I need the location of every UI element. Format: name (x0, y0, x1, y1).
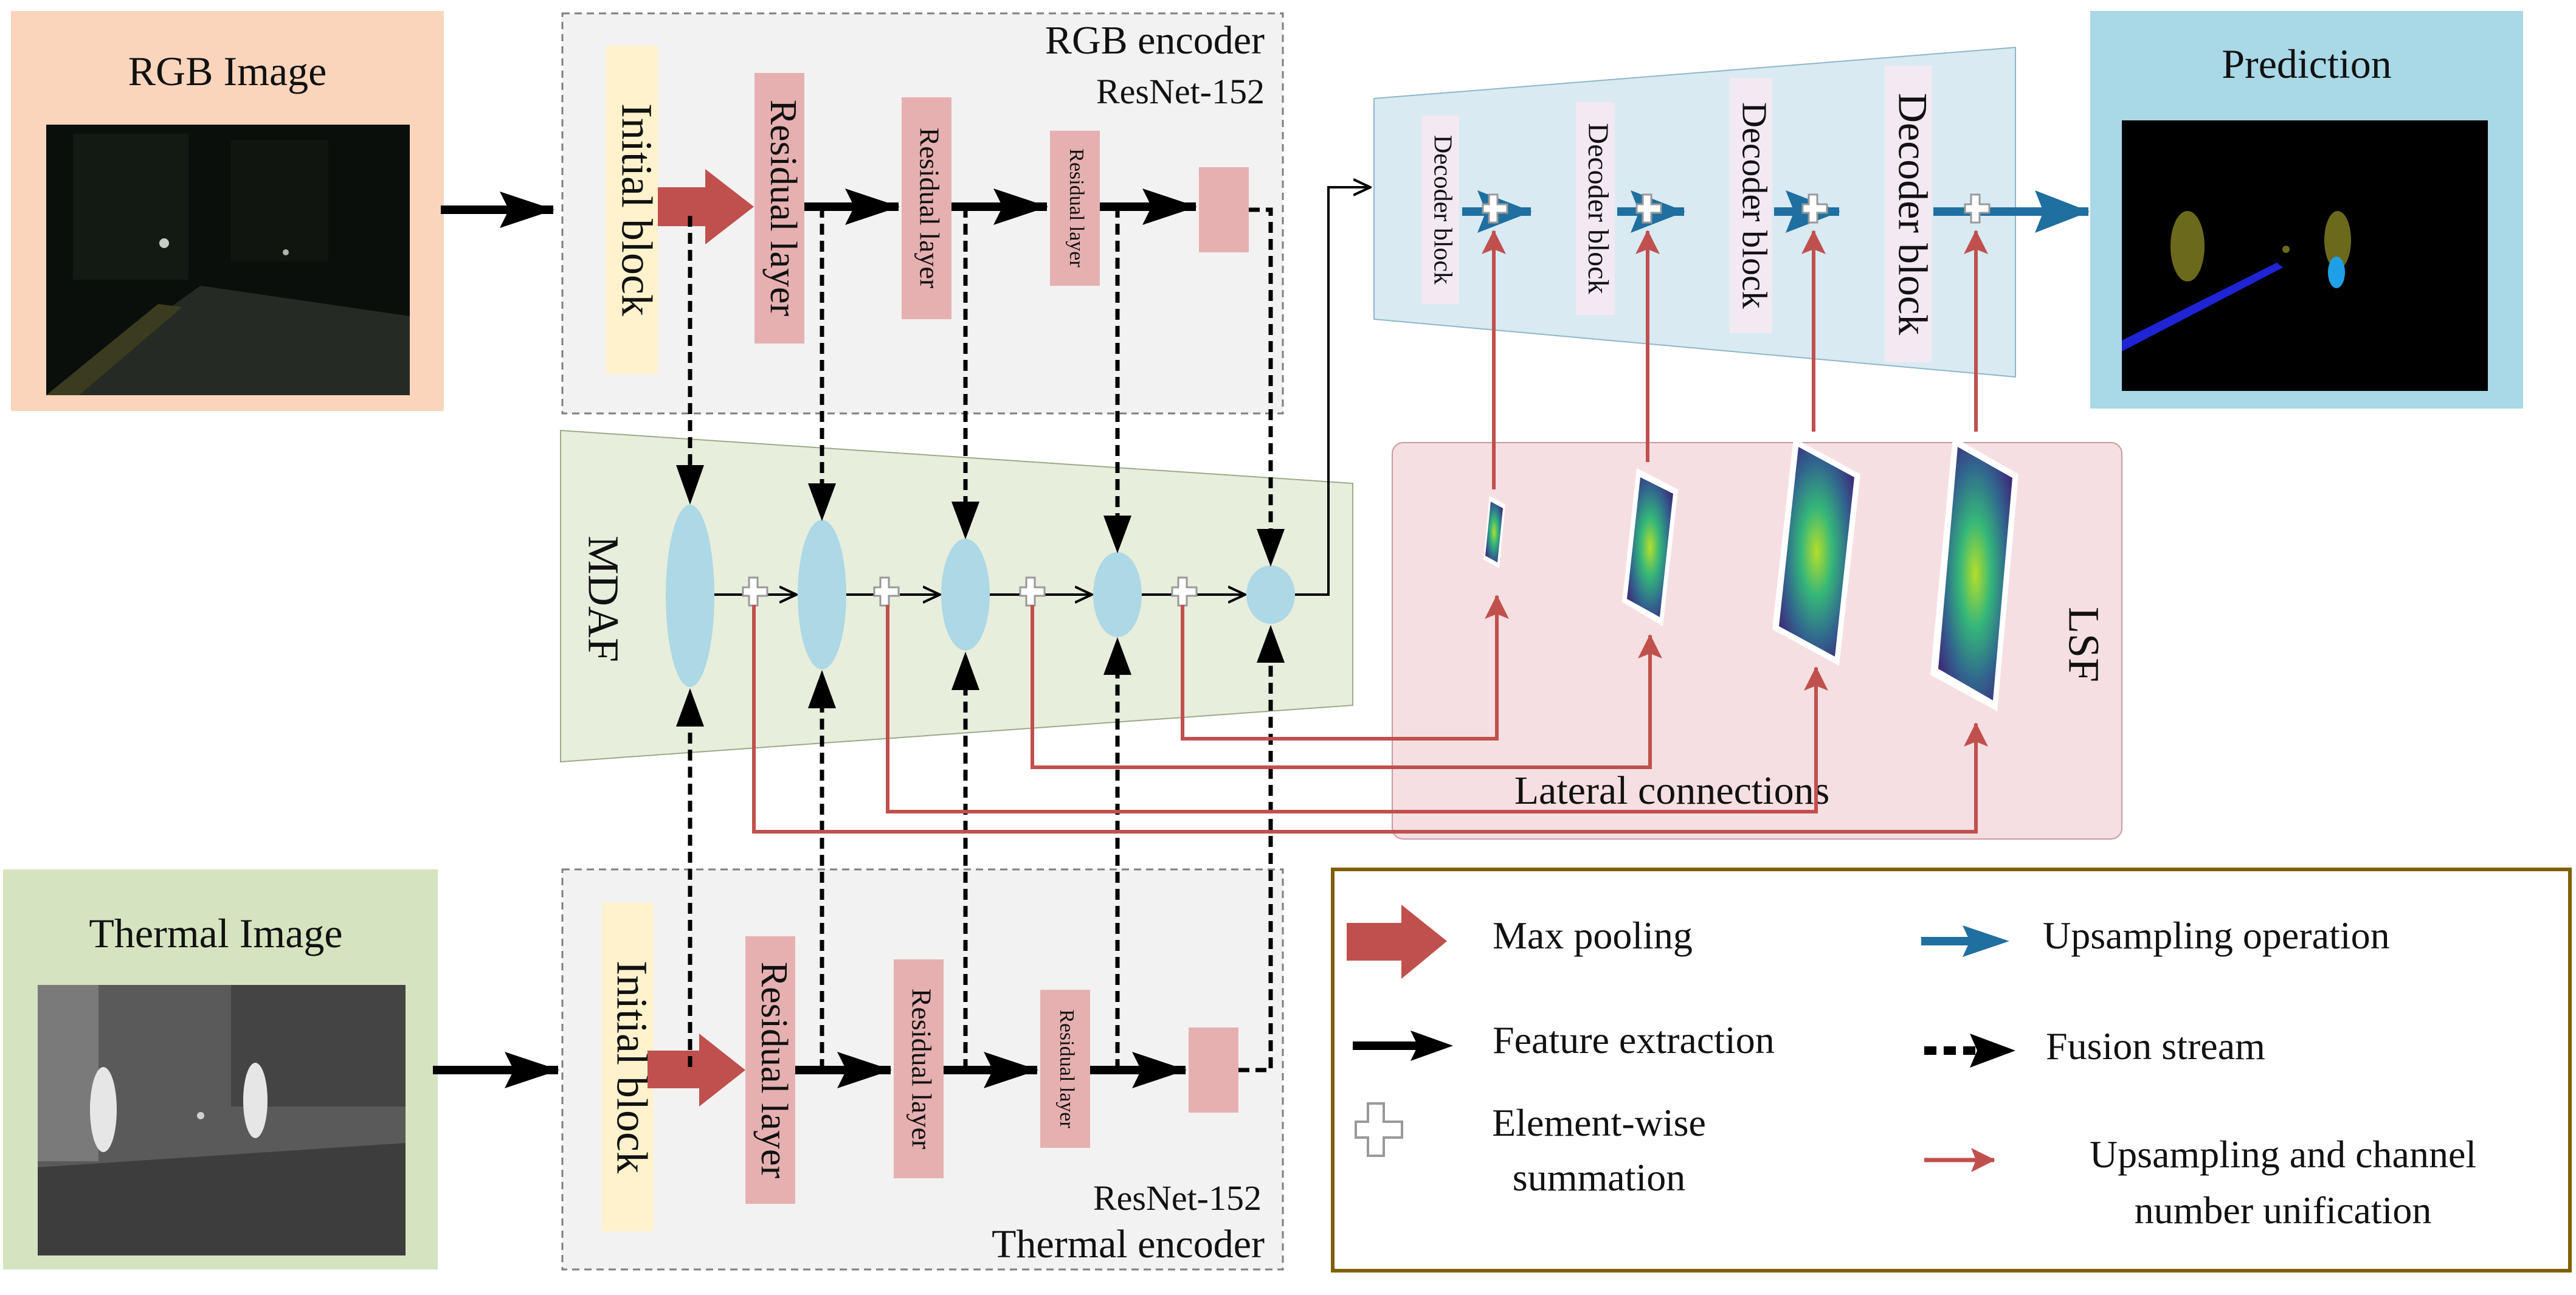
thermal-residual-layer-2 (894, 959, 944, 1178)
decoder-block-4-label: Decoder block (1890, 93, 1936, 335)
rgb-encoder-backbone: ResNet-152 (1096, 72, 1265, 111)
rgb-initial-block (606, 46, 658, 374)
rgb-fusion-arrowheads (676, 465, 1285, 567)
thermal-encoder-title: Thermal encoder (992, 1222, 1265, 1266)
rgb-image-title: RGB Image (128, 48, 327, 94)
thermal-max-pooling-arrow (647, 1034, 745, 1107)
lsf-label: LSF (2059, 607, 2108, 682)
legend-summation-line1: Element-wise (1492, 1101, 1706, 1144)
mdaf-summation-icons (742, 576, 1198, 607)
legend-upsampling-channel-line2: number unification (2135, 1189, 2432, 1232)
lsf-feature-map-3 (1772, 438, 1860, 666)
decoder-summation-icons (1482, 193, 1991, 224)
thermal-initial-block (602, 903, 654, 1231)
prediction-title: Prediction (2222, 41, 2392, 87)
rgb-input-panel: RGB Image (11, 11, 444, 411)
decoder-block-3 (1730, 78, 1772, 333)
rgb-residual-layer-4 (1199, 167, 1249, 252)
lsf-feature-map-4 (1930, 437, 2018, 711)
lateral-connection-lines (752, 230, 1988, 834)
lsf-module: LSF Lateral connections (1392, 437, 2122, 840)
thermal-residual-layer-3 (1040, 990, 1090, 1148)
fusion-stream-arrowhead (1970, 1034, 2015, 1068)
feature-extraction-arrowhead (1411, 1031, 1453, 1061)
thermal-residual-layer-1-label: Residual layer (753, 962, 795, 1179)
mdaf-fusion-node-2 (798, 520, 846, 669)
rgb-max-pooling-arrow (658, 169, 754, 244)
rgb-fusion-streams (688, 207, 1273, 547)
thermal-fusion-streams (688, 641, 1273, 1072)
mdaf-chain (714, 187, 1370, 595)
rgb-residual-layer-2-label: Residual layer (914, 128, 945, 288)
legend-upsampling-channel-line1: Upsampling and channel (2090, 1133, 2476, 1176)
max-pooling-icon (1347, 905, 1447, 979)
connections (433, 169, 2090, 1107)
mdaf-module: MDAF (560, 429, 1353, 763)
decoder-block-3-label: Decoder block (1735, 102, 1775, 309)
legend-upsampling-operation: Upsampling operation (2043, 914, 2390, 957)
legend-fusion-stream: Fusion stream (2046, 1024, 2265, 1068)
mdaf-fusion-node-4 (1093, 552, 1142, 637)
decoder-block-1 (1421, 116, 1459, 304)
rgb-residual-layer-1-label: Residual layer (762, 100, 804, 317)
prediction-panel: Prediction (2090, 11, 2523, 409)
thermal-residual-layer-2-label: Residual layer (906, 989, 937, 1149)
rgb-image-thumbnail (46, 125, 410, 395)
rgb-residual-layer-1 (754, 73, 804, 344)
legend: Max pooling Feature extraction Element-w… (1331, 868, 2572, 1273)
rgb-residual-layer-2 (902, 97, 951, 319)
thermal-image-title: Thermal Image (89, 910, 342, 956)
thermal-fusion-arrowheads (676, 625, 1285, 727)
thermal-residual-layer-3-label: Residual layer (1055, 1009, 1078, 1128)
thermal-residual-layer-4 (1189, 1027, 1238, 1113)
rgb-encoder-title: RGB encoder (1045, 18, 1265, 63)
rgb-residual-layer-3-label: Residual layer (1065, 148, 1088, 268)
mdaf-label: MDAF (579, 536, 627, 662)
decoder-block-2 (1576, 102, 1615, 315)
mdaf-fusion-node-5 (1246, 565, 1295, 624)
lateral-connections-label: Lateral connections (1514, 768, 1830, 813)
legend-max-pooling: Max pooling (1493, 914, 1693, 957)
rgb-residual-layer-3 (1050, 131, 1100, 286)
mdaf-fusion-node-3 (941, 539, 990, 651)
lsf-feature-map-1 (1483, 496, 1505, 568)
rgb-initial-block-label: Initial block (612, 103, 661, 316)
plus-icon (1355, 1102, 1403, 1157)
mdaf-fusion-node-1 (666, 505, 714, 687)
thermal-residual-layer-1 (745, 936, 795, 1204)
legend-feature-extraction: Feature extraction (1493, 1018, 1775, 1062)
lsf-feature-map-2 (1622, 468, 1678, 626)
upsampling-operation-arrowhead (1963, 925, 2009, 957)
thermal-image-thumbnail (38, 985, 406, 1255)
legend-summation-line2: summation (1513, 1156, 1685, 1199)
decoder-block-4 (1885, 66, 1932, 362)
thermal-input-panel: Thermal Image (3, 869, 438, 1269)
decoder-module: Decoder block Decoder block Decoder bloc… (1373, 46, 2016, 378)
decoder-block-2-label: Decoder block (1582, 123, 1614, 294)
thermal-encoder-backbone: ResNet-152 (1093, 1178, 1262, 1218)
decoder-block-1-label: Decoder block (1428, 135, 1456, 285)
prediction-segmentation-map (2122, 120, 2488, 391)
